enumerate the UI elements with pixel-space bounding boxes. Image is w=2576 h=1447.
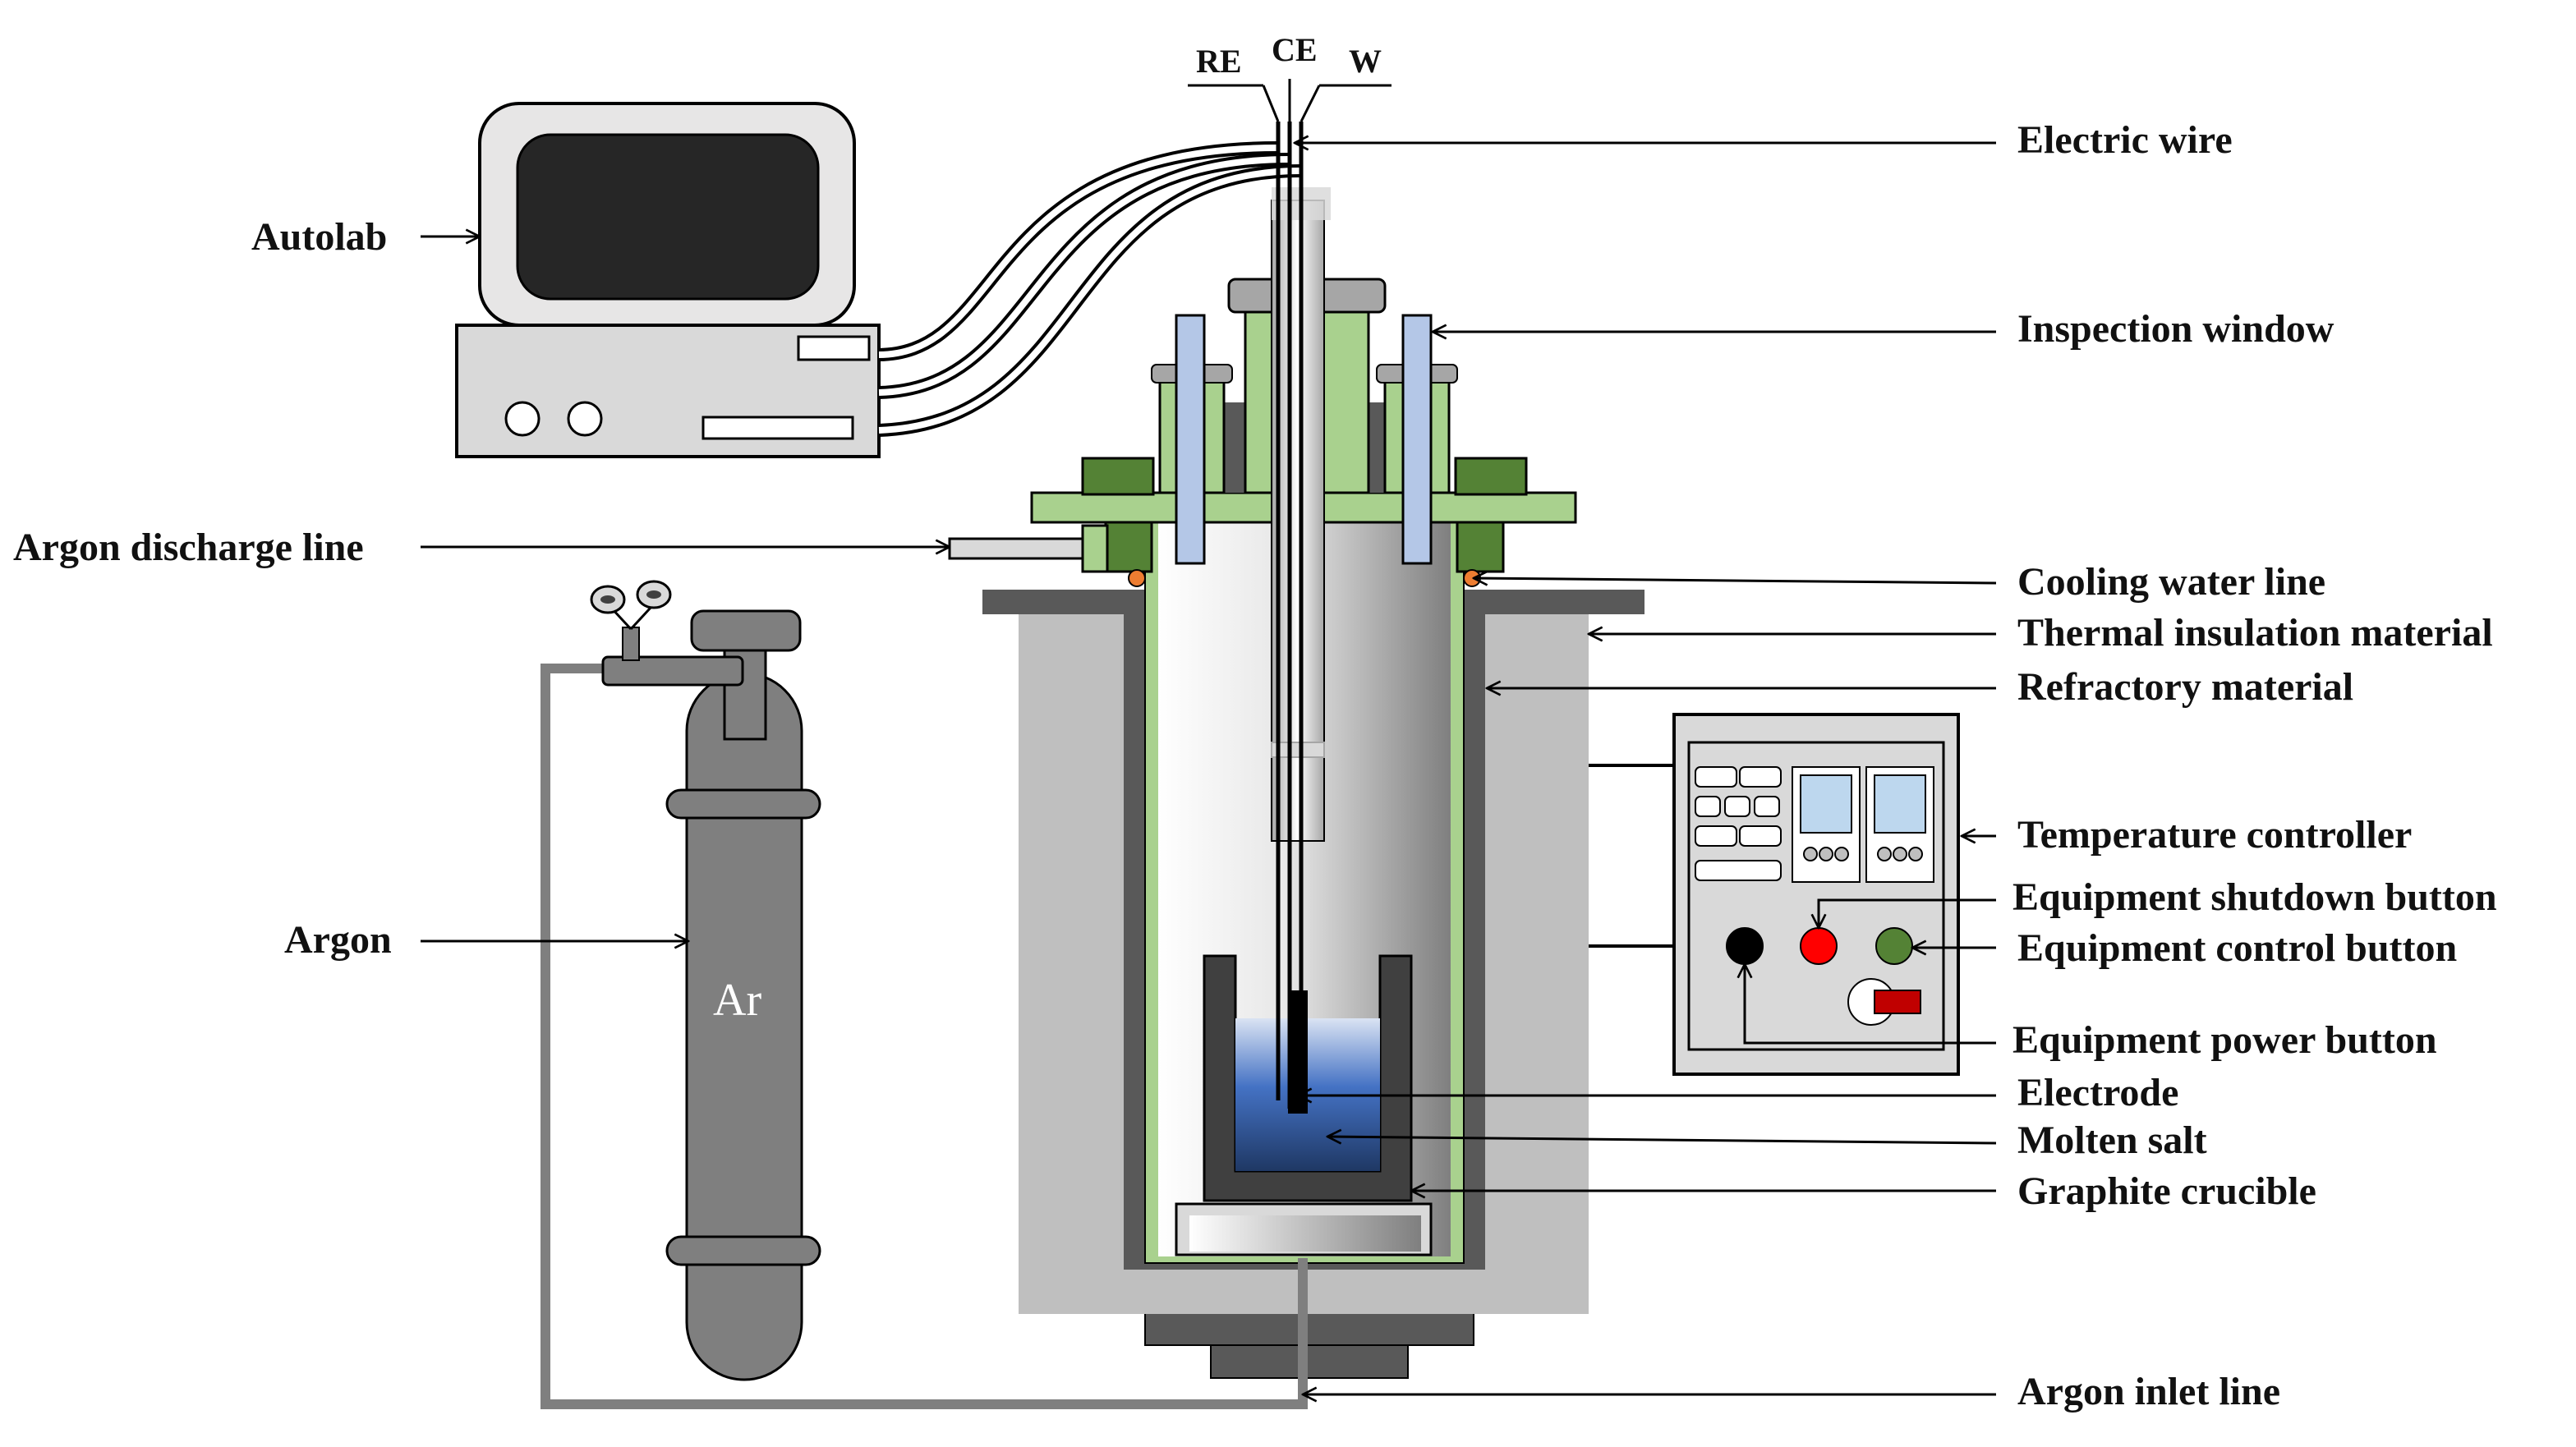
electrode-label-re: RE: [1196, 43, 1242, 80]
bottom-support-plate-inner: [1189, 1215, 1421, 1252]
cylinder-body: [685, 672, 803, 1381]
argon-cylinder: Ar: [540, 580, 1308, 1409]
label-argon: Argon: [284, 918, 392, 962]
tube-band: [1271, 742, 1325, 758]
electric-cables: [878, 141, 1302, 437]
label-argon-discharge-line: Argon discharge line: [13, 526, 364, 569]
argon-discharge-fitting: [1081, 524, 1109, 573]
leader-lines: [421, 143, 1997, 1394]
equipment-control-button: [1875, 927, 1913, 965]
cooling-water-dot-left: [1128, 569, 1146, 587]
knob-left: [504, 401, 540, 437]
label-graphite-crucible: Graphite crucible: [2017, 1169, 2316, 1213]
label-autolab: Autolab: [251, 215, 387, 259]
inspection-window-left: [1175, 314, 1206, 565]
autolab-computer: [455, 102, 881, 458]
left-clamp-bottom: [1104, 521, 1153, 573]
electrode-label-ce: CE: [1272, 31, 1318, 68]
argon-inlet-pipe: [540, 664, 1308, 1409]
argon-symbol: Ar: [713, 975, 761, 1026]
controller-indicator: [1874, 990, 1921, 1014]
display-screen-1: [1800, 774, 1852, 834]
pedestal-upper: [1144, 1311, 1474, 1346]
label-temperature-controller: Temperature controller: [2017, 813, 2412, 857]
label-electric-wire: Electric wire: [2017, 118, 2233, 162]
panel-key: [1739, 766, 1782, 788]
left-clamp-top: [1081, 457, 1155, 496]
label-thermal-insulation-material: Thermal insulation material: [2017, 611, 2493, 655]
monitor-screen: [516, 133, 820, 301]
electrode-assembly: [1188, 79, 1392, 1114]
regulator-stem: [622, 627, 640, 661]
right-clamp-bottom: [1456, 521, 1505, 573]
display-screen-2: [1874, 774, 1926, 834]
pedestal-lower: [1210, 1344, 1409, 1379]
label-electrode: Electrode: [2017, 1071, 2178, 1114]
panel-key: [1695, 825, 1737, 847]
right-clamp-top: [1454, 457, 1528, 496]
panel-key: [1739, 825, 1782, 847]
label-molten-salt: Molten salt: [2017, 1119, 2207, 1162]
equipment-shutdown-button: [1800, 927, 1838, 965]
panel-key: [1695, 766, 1737, 788]
temperature-controller: [1589, 713, 1960, 1076]
label-equipment-control-button: Equipment control button: [2017, 926, 2457, 970]
label-equipment-shutdown-button: Equipment shutdown button: [2012, 875, 2497, 919]
panel-key: [1695, 796, 1721, 817]
label-cooling-water-line: Cooling water line: [2017, 560, 2325, 604]
regulator-pipe: [601, 655, 744, 687]
equipment-power-button: [1726, 927, 1764, 965]
panel-key: [1695, 860, 1782, 881]
argon-discharge-pipe: [948, 537, 1086, 560]
label-argon-inlet-line: Argon inlet line: [2017, 1370, 2280, 1413]
inspection-window-right: [1401, 314, 1433, 565]
electrode-label-w: W: [1349, 43, 1382, 80]
panel-key: [1724, 796, 1750, 817]
cylinder-valve-cap: [690, 609, 802, 652]
panel-key: [1754, 796, 1780, 817]
label-equipment-power-button: Equipment power button: [2012, 1018, 2437, 1062]
label-inspection-window: Inspection window: [2017, 307, 2334, 351]
cylinder-ring-bottom: [665, 1235, 821, 1266]
disk-slot-long: [702, 416, 854, 440]
cylinder-ring-top: [665, 788, 821, 820]
cylinder-neck: [723, 634, 767, 741]
label-refractory-material: Refractory material: [2017, 665, 2353, 709]
disk-slot-small: [797, 335, 871, 361]
knob-right: [567, 401, 603, 437]
electrode-tube: [1271, 200, 1325, 842]
